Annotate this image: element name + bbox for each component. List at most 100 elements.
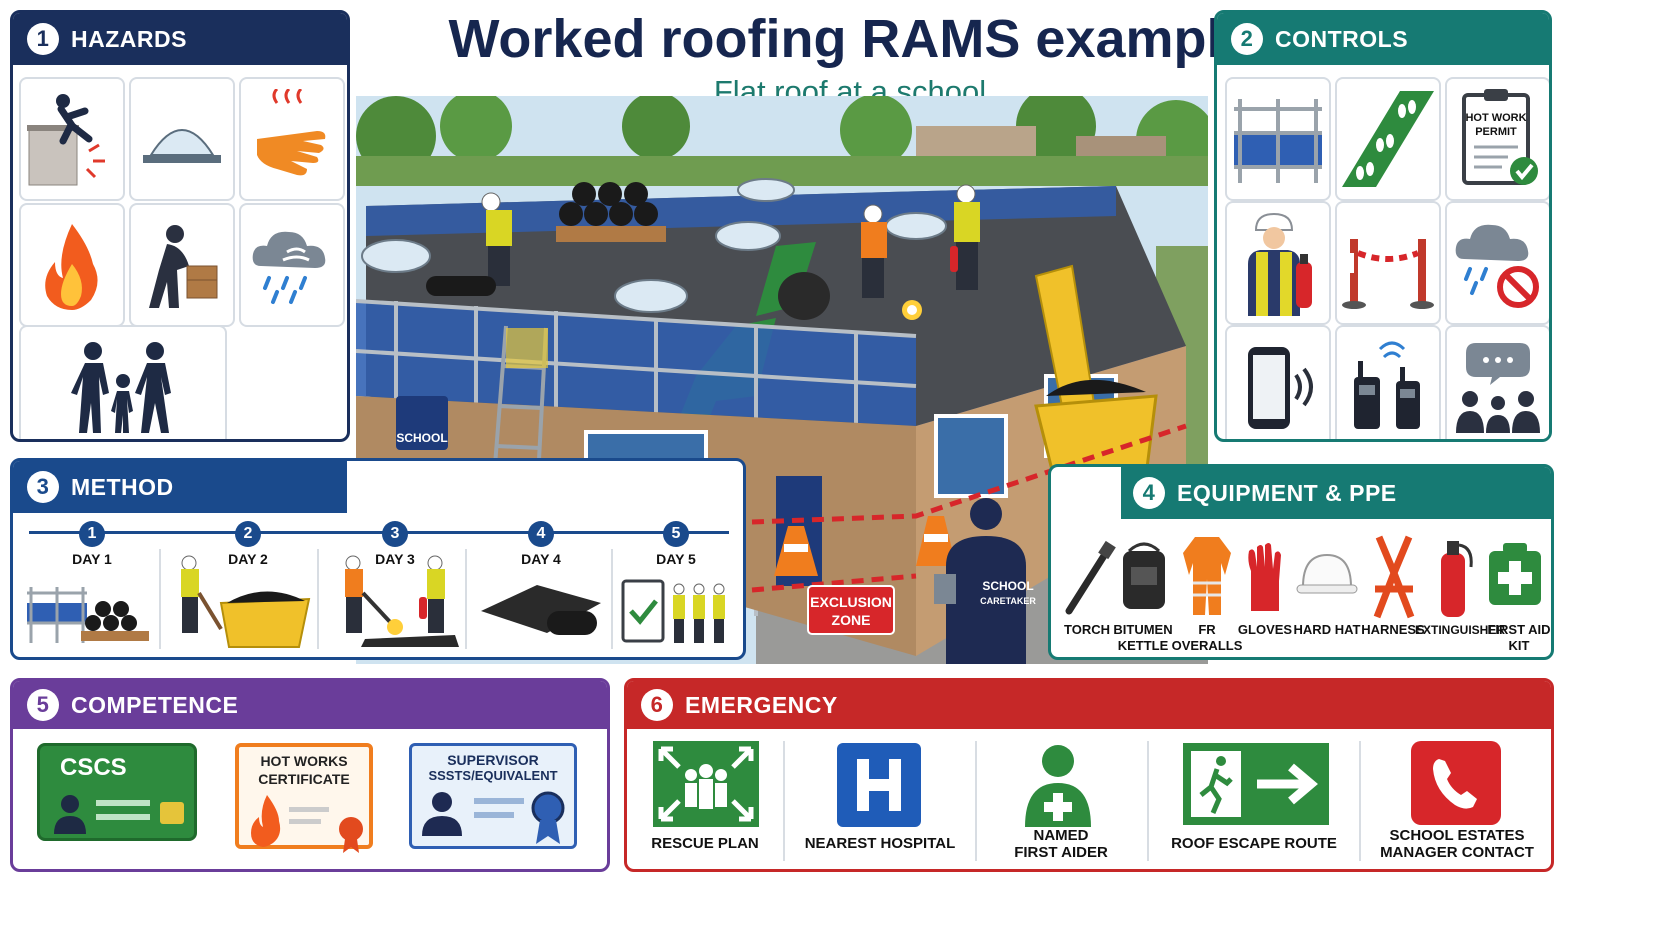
certificate-flame-icon xyxy=(251,795,363,853)
cscs-label: CSCS xyxy=(60,754,127,781)
school-caretaker-figure: SCHOOL CARETAKER xyxy=(934,498,1036,664)
hospital-icon xyxy=(837,743,921,827)
hazard-manual-handling-tile xyxy=(129,203,235,327)
public-pedestrians-icon xyxy=(71,342,171,433)
controls-label: CONTROLS xyxy=(1275,25,1409,52)
hard-hat-icon xyxy=(1296,553,1358,594)
method-label: METHOD xyxy=(71,473,174,500)
permit-line-2: PERMIT xyxy=(1475,126,1517,138)
rescue-plan-icon xyxy=(653,741,759,827)
hazard-fall-tile xyxy=(19,77,125,201)
exclusion-zone-line-2: ZONE xyxy=(832,612,871,628)
hot-works-line-2: CERTIFICATE xyxy=(258,771,350,787)
no-bad-weather-icon xyxy=(1455,224,1539,308)
hazards-number: 1 xyxy=(27,23,59,55)
edge-protection-icon xyxy=(1234,99,1322,183)
first-aider-icon xyxy=(1025,745,1091,827)
emergency-label-escape: ROOF ESCAPE ROUTE xyxy=(1171,835,1337,852)
control-permit-tile: HOT WORK PERMIT xyxy=(1445,77,1549,201)
method-divider xyxy=(611,549,613,649)
hot-works-line-1: HOT WORKS xyxy=(260,753,348,769)
rooflight-icon xyxy=(143,122,221,163)
phone-contact-icon xyxy=(1411,741,1501,825)
hazard-public-tile xyxy=(19,325,227,439)
supervisor-card: SUPERVISOR SSSTS/EQUIVALENT xyxy=(409,743,577,849)
competence-panel: 5 COMPETENCE CSCS HOT WORKS CERTIFICATE … xyxy=(10,678,610,872)
torch-icon xyxy=(1065,540,1116,615)
hazards-header: 1 HAZARDS xyxy=(13,13,347,65)
roofer-left xyxy=(426,192,512,296)
extinguisher-icon xyxy=(1441,541,1473,617)
emergency-label-rescue: RESCUE PLAN xyxy=(651,835,759,852)
method-number: 3 xyxy=(27,471,59,503)
equipment-label-torch: TORCH xyxy=(1064,622,1110,637)
cscs-card: CSCS xyxy=(37,743,197,841)
exclusion-zone-line-1: EXCLUSION xyxy=(810,594,892,610)
method-divider xyxy=(159,549,161,649)
fire-watch-worker xyxy=(950,184,980,290)
control-radios-tile xyxy=(1335,325,1441,439)
walkway-icon xyxy=(1342,91,1434,187)
equipment-header: 4 EQUIPMENT & PPE xyxy=(1121,467,1551,519)
emergency-divider xyxy=(783,741,785,861)
emergency-label-hospital: NEAREST HOSPITAL xyxy=(804,835,956,852)
control-fire-watch-tile xyxy=(1225,201,1331,325)
fall-from-edge-icon xyxy=(27,94,105,186)
control-walkway-tile xyxy=(1335,77,1441,201)
hazards-panel: 1 HAZARDS xyxy=(10,10,350,442)
method-step-1-number: 1 xyxy=(79,521,105,547)
method-step-2-number: 2 xyxy=(235,521,261,547)
escape-route-icon xyxy=(1183,743,1329,825)
hazard-fire-tile xyxy=(19,203,125,327)
method-panel: 3 METHOD 1 DAY 1 2 DAY 2 3 DAY 3 4 DAY 4… xyxy=(10,458,746,660)
caretaker-line-2: CARETAKER xyxy=(980,596,1036,606)
gloves-icon xyxy=(1248,543,1281,611)
hazard-hot-tile xyxy=(239,77,345,201)
roofer-torch xyxy=(861,204,922,320)
competence-number: 5 xyxy=(27,689,59,721)
method-timeline xyxy=(29,531,729,534)
method-step-5-number: 5 xyxy=(663,521,689,547)
control-briefing-tile xyxy=(1445,325,1549,439)
day4-membrane-roll-icon xyxy=(481,585,601,635)
competence-label: COMPETENCE xyxy=(71,691,239,718)
emergency-number: 6 xyxy=(641,689,673,721)
supervisor-line-1: SUPERVISOR xyxy=(447,752,539,768)
equipment-label-extinguisher: EXTINGUISHER xyxy=(1415,623,1506,637)
harness-icon xyxy=(1373,535,1415,619)
method-step-3-label: DAY 3 xyxy=(375,551,415,567)
method-step-1-label: DAY 1 xyxy=(72,551,112,567)
emergency-divider xyxy=(1359,741,1361,861)
weather-icon xyxy=(252,231,326,304)
bitumen-kettle-icon xyxy=(1123,542,1165,609)
hazards-label: HAZARDS xyxy=(71,25,187,52)
day1-scaffold-materials-icon xyxy=(27,587,149,643)
control-edge-protection-tile xyxy=(1225,77,1331,201)
briefing-icon xyxy=(1456,343,1540,433)
equipment-label-gloves: GLOVES xyxy=(1237,622,1293,637)
manual-handling-icon xyxy=(149,225,218,308)
radios-icon xyxy=(1354,341,1420,429)
method-header: 3 METHOD xyxy=(13,461,347,513)
page-title: Worked roofing RAMS example xyxy=(448,9,1252,69)
equipment-label-harness: HARNESS xyxy=(1361,622,1425,637)
method-divider xyxy=(465,549,467,649)
method-divider xyxy=(317,549,319,649)
emergency-label: EMERGENCY xyxy=(685,691,838,718)
fire-watch-icon xyxy=(1248,212,1312,316)
control-phone-tile xyxy=(1225,325,1331,439)
method-step-4-label: DAY 4 xyxy=(521,551,561,567)
emergency-panel: 6 EMERGENCY RESCUE PLAN NEAREST HOSPITAL… xyxy=(624,678,1554,872)
equipment-number: 4 xyxy=(1133,477,1165,509)
controls-panel: 2 CONTROLS HOT WORK PERMIT xyxy=(1214,10,1552,442)
supervisor-line-2: SSSTS/EQUIVALENT xyxy=(428,768,558,783)
equipment-label: EQUIPMENT & PPE xyxy=(1177,479,1397,506)
hot-hand-icon xyxy=(257,89,326,176)
school-sign-text: SCHOOL xyxy=(396,431,447,445)
control-barrier-tile xyxy=(1335,201,1441,325)
